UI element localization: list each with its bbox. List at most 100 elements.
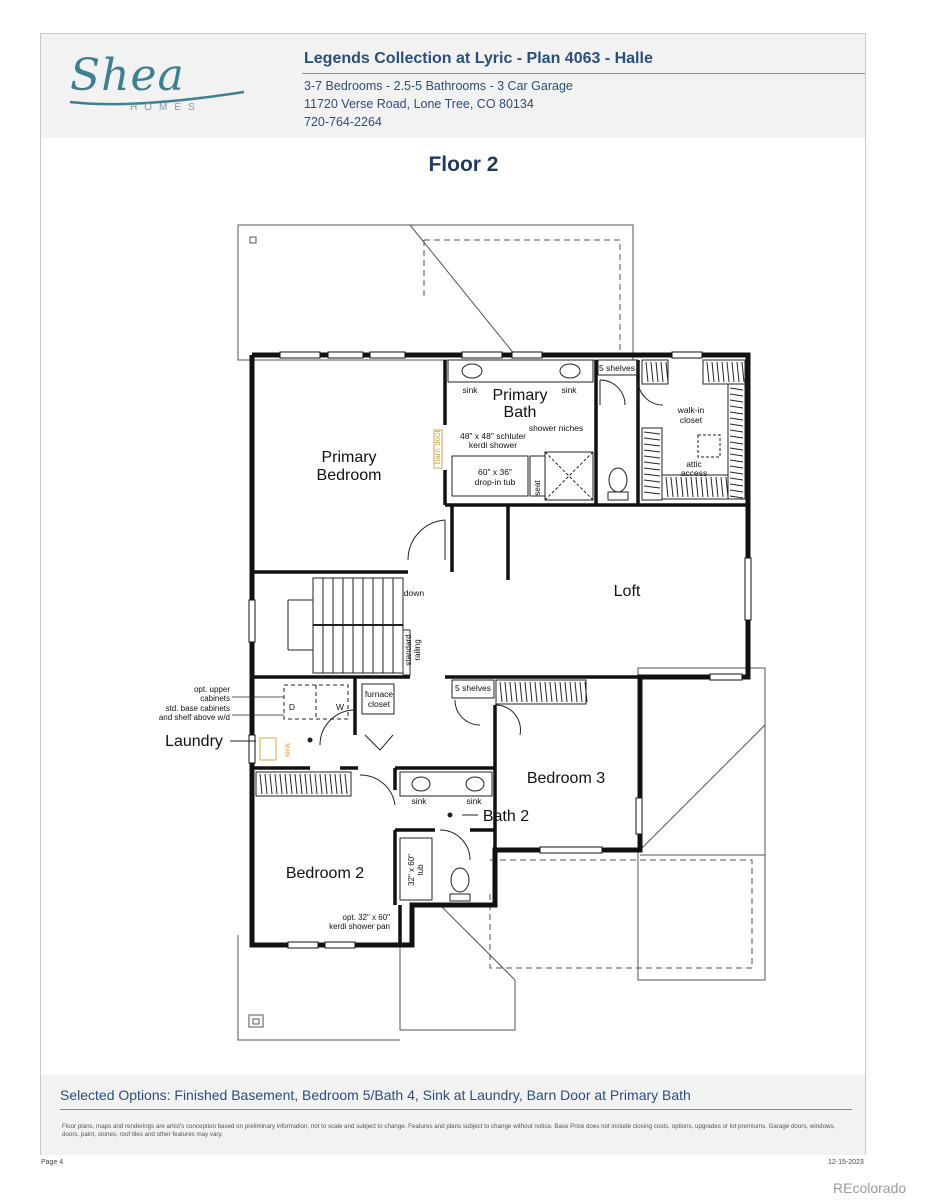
- closet-hanger: [729, 411, 744, 415]
- closet-hanger: [670, 476, 674, 498]
- label-standard: standard: [404, 634, 413, 665]
- selected-options: Selected Options: Finished Basement, Bed…: [60, 1087, 691, 1103]
- room-label-primary-bath: Primary: [492, 387, 547, 404]
- porch-roof: [399, 940, 516, 1031]
- staircase: [287, 577, 411, 676]
- closet-hanger: [690, 476, 694, 498]
- schluter-shower: [544, 451, 594, 501]
- closet-hanger: [741, 361, 745, 383]
- closet-hanger: [559, 681, 563, 703]
- closet-hanger: [549, 681, 553, 703]
- shea-homes-logo: Shea HOMES: [62, 50, 252, 125]
- closet-hanger: [643, 437, 661, 441]
- closet-hanger: [579, 681, 583, 703]
- closet-hanger: [705, 476, 709, 498]
- closet-hanger: [729, 405, 744, 409]
- closet-hanger: [334, 773, 338, 795]
- closet-hanger: [729, 429, 744, 433]
- footer-divider: [60, 1109, 852, 1110]
- room-label-primary-bedroom: Primary: [321, 449, 376, 466]
- label-down: down: [404, 588, 425, 598]
- room-label-primary-bath: Bath: [504, 404, 537, 421]
- closet-hanger: [339, 773, 343, 795]
- laundry-sink: [259, 737, 277, 761]
- sink-icon: [411, 776, 431, 792]
- closet-hanger: [729, 495, 744, 499]
- closet-hanger: [729, 453, 744, 457]
- label-cabinets: cabinets: [200, 694, 230, 703]
- closet-hanger: [729, 423, 744, 427]
- closet-hanger: [706, 361, 710, 383]
- label-sink: sink: [462, 385, 478, 395]
- closet-hanger: [324, 773, 328, 795]
- header-band: [41, 34, 865, 138]
- closet-hanger: [729, 399, 744, 403]
- closet-hanger: [665, 476, 669, 498]
- closet-hanger: [529, 681, 533, 703]
- closet-hanger: [729, 387, 744, 391]
- roof-dashed-right: [489, 859, 753, 969]
- label-shower-niches: shower niches: [529, 423, 583, 433]
- closet-hanger: [304, 773, 308, 795]
- label-furnace-closet: closet: [368, 699, 391, 709]
- closet-hanger: [504, 681, 508, 703]
- label-tub-32x60: 32" x 60": [407, 854, 416, 886]
- logo-subtext: HOMES: [130, 102, 202, 113]
- closet-hanger: [319, 773, 323, 795]
- label-laundry-sink: sink: [283, 742, 292, 757]
- attic-access-hatch: [697, 434, 721, 458]
- label-closet: closet: [680, 415, 703, 425]
- closet-hanger: [514, 681, 518, 703]
- closet-hanger: [729, 465, 744, 469]
- closet-hanger: [731, 361, 735, 383]
- label-shelf-above: and shelf above w/d: [159, 713, 230, 722]
- disclaimer: Floor plans, maps and renderings are art…: [62, 1123, 836, 1138]
- closet-hanger: [726, 361, 730, 383]
- closet-hanger: [680, 476, 684, 498]
- closet-hanger: [650, 361, 654, 383]
- closet-hanger: [736, 361, 740, 383]
- closet-hanger: [729, 417, 744, 421]
- drop-in-tub: [451, 455, 529, 497]
- closet-hanger: [710, 476, 714, 498]
- logo-script: Shea: [70, 50, 185, 101]
- closet-hanger: [720, 476, 724, 498]
- vanity-bath2: [399, 771, 493, 797]
- toilet-icon: [608, 467, 628, 493]
- vanity-primary: [447, 359, 594, 383]
- label-kerdi-pan: kerdi shower pan: [329, 922, 390, 931]
- page-number: Page 4: [41, 1159, 64, 1166]
- closet-hanger: [729, 459, 744, 463]
- closet-hanger: [534, 681, 538, 703]
- closet-hanger: [584, 681, 588, 703]
- roof-right-outline: [637, 667, 766, 981]
- closet-hanger: [299, 773, 303, 795]
- closet-hanger: [259, 773, 263, 795]
- closet-hanger: [643, 455, 661, 459]
- closet-hanger: [554, 681, 558, 703]
- watermark: REcolorado: [833, 1180, 907, 1196]
- print-date: 12-15-2023: [828, 1159, 864, 1166]
- closet-hanger: [279, 773, 283, 795]
- closet-hanger: [700, 476, 704, 498]
- closet-hanger: [509, 681, 513, 703]
- plan-address: 11720 Verse Road, Lone Tree, CO 80134: [304, 97, 534, 111]
- closet-hanger: [665, 361, 669, 383]
- closet-hanger: [643, 443, 661, 447]
- floor-title: Floor 2: [428, 153, 499, 176]
- closet-hanger: [643, 479, 661, 483]
- closet-hanger: [643, 491, 661, 495]
- room-label-bath2: Bath 2: [483, 808, 529, 825]
- room-label-bedroom2: Bedroom 2: [286, 865, 364, 882]
- label-kerdi-shower: kerdi shower: [469, 440, 517, 450]
- bath2-tub: [399, 837, 433, 901]
- closet-hanger: [643, 473, 661, 477]
- closet-hanger: [309, 773, 313, 795]
- closet-hanger: [729, 483, 744, 487]
- closet-hanger: [643, 431, 661, 435]
- closet-hanger: [729, 441, 744, 445]
- roof-right-ridge: [639, 724, 766, 851]
- room-label-laundry: Laundry: [165, 733, 223, 750]
- closet-hanger: [569, 681, 573, 703]
- sink-icon: [461, 363, 483, 379]
